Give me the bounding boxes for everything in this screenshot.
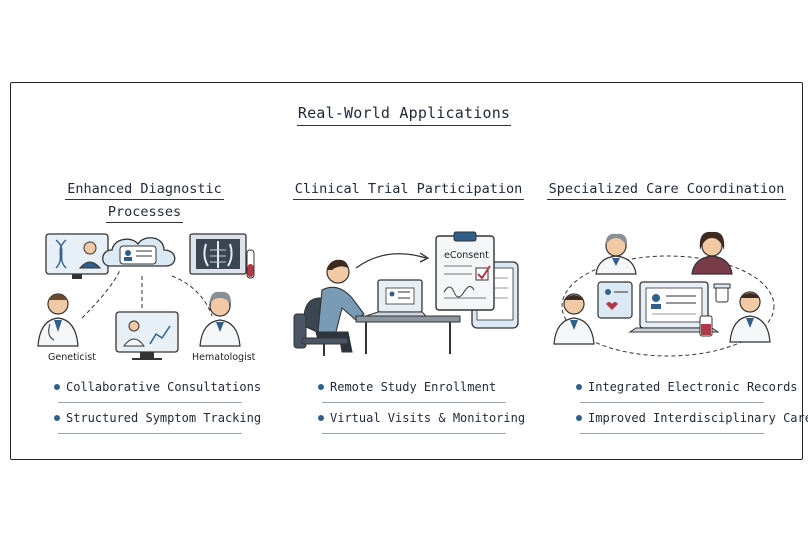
- hematologist-doctor-icon: [199, 291, 241, 347]
- diagram-frame: [10, 82, 803, 460]
- xray-icon: [189, 233, 247, 275]
- medicine-cup-icon: [713, 283, 731, 303]
- list-item: Structured Symptom Tracking: [22, 411, 267, 442]
- column-heading: Enhanced Diagnostic Processes: [22, 178, 267, 228]
- care-scene-svg: [553, 231, 775, 357]
- geneticist-doctor-icon: [37, 293, 79, 347]
- diagram-title: Real-World Applications: [0, 104, 808, 126]
- column-diagnostic: Enhanced Diagnostic Processes: [22, 178, 267, 434]
- hematologist-label: Hematologist: [192, 352, 256, 363]
- column-heading: Specialized Care Coordination: [544, 178, 789, 228]
- record-card-icon: [597, 281, 633, 319]
- diagnostic-bullets: Collaborative Consultations Structured S…: [22, 380, 267, 442]
- doctor-top-left-icon: [595, 233, 637, 275]
- desk-icon: [355, 315, 461, 354]
- clinical-trial-illustration: eConsent: [286, 228, 531, 378]
- laptop-icon: [365, 279, 428, 317]
- doctor-bottom-right-icon: [729, 291, 771, 343]
- center-monitor-icon: [115, 311, 179, 360]
- diagnostic-scene-svg: Geneticist Hematologist: [37, 233, 256, 363]
- trial-scene-svg: eConsent: [293, 231, 519, 356]
- econsent-label: eConsent: [444, 250, 489, 261]
- chair-icon: [293, 313, 349, 356]
- column-clinical-trial: Clinical Trial Participation eConsent: [286, 178, 531, 434]
- doctor-top-right-icon: [691, 231, 733, 275]
- clinical-trial-bullets: Remote Study Enrollment Virtual Visits &…: [286, 380, 531, 442]
- list-item: Integrated Electronic Records: [544, 380, 798, 411]
- list-item: Improved Interdisciplinary Care: [544, 411, 808, 442]
- list-item: Remote Study Enrollment: [286, 380, 531, 411]
- econsent-clipboard-icon: eConsent: [435, 231, 495, 311]
- care-coordination-illustration: [544, 228, 789, 378]
- blood-tube-icon: [246, 249, 255, 279]
- column-care-coordination: Specialized Care Coordination: [544, 178, 808, 434]
- blood-sample-icon: [699, 315, 713, 337]
- list-item: Collaborative Consultations: [22, 380, 267, 411]
- column-heading: Clinical Trial Participation: [286, 178, 531, 228]
- geneticist-label: Geneticist: [48, 352, 96, 363]
- patient-at-laptop-icon: [303, 259, 365, 353]
- cloud-profile-icon: [102, 237, 176, 267]
- list-item: Virtual Visits & Monitoring: [286, 411, 531, 442]
- ehr-monitor-icon: [628, 281, 720, 333]
- diagnostic-illustration: Geneticist Hematologist: [22, 228, 267, 378]
- dna-monitor-icon: [45, 233, 109, 279]
- doctor-bottom-left-icon: [553, 293, 595, 345]
- care-coordination-bullets: Integrated Electronic Records Improved I…: [544, 380, 808, 442]
